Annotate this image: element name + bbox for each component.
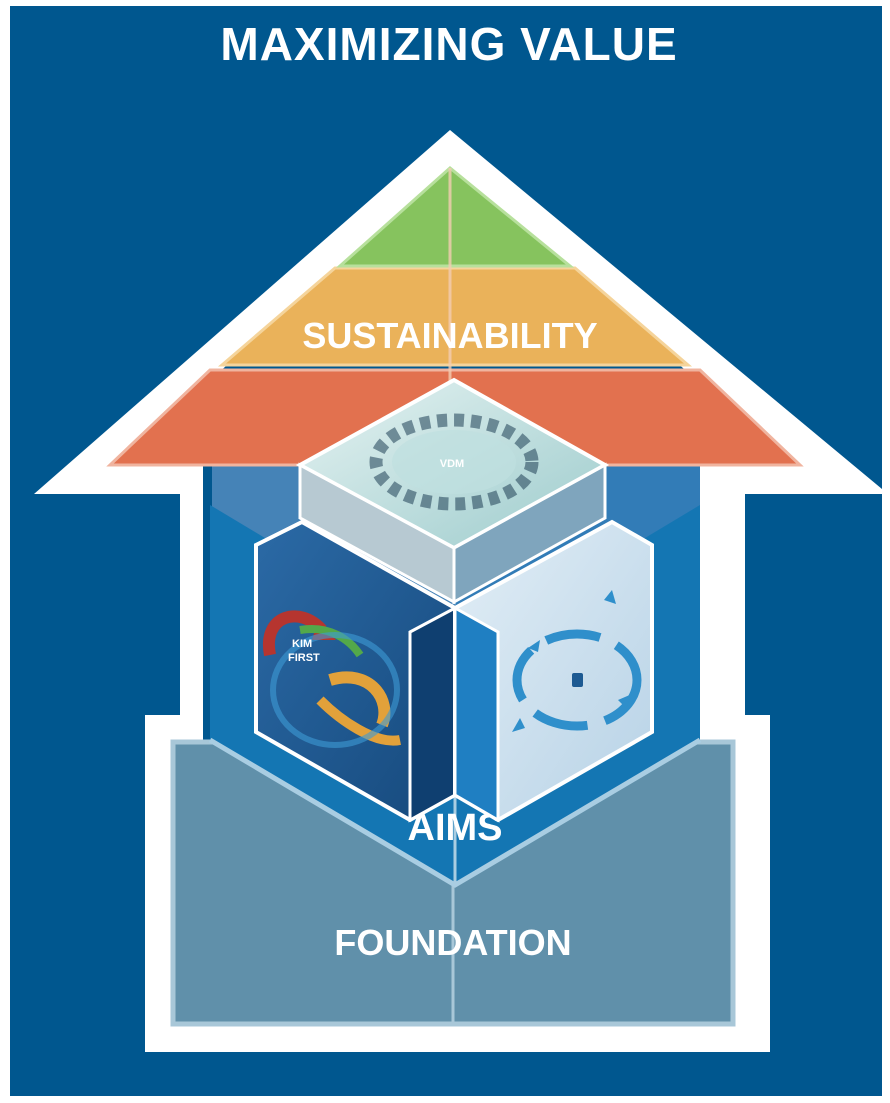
first-label: FIRST [288,652,320,664]
central-cube: VDM KIM FIRST [254,377,654,823]
sustainability-label: SUSTAINABILITY [302,315,597,356]
cube-top-right-side [452,462,607,605]
cycle-arrows-icon: KIM FIRST [262,610,401,748]
rotation-arrows-icon [512,590,642,732]
kim-label: KIM [292,638,312,650]
page-title: MAXIMIZING VALUE [220,18,677,70]
vdm-label: VDM [440,458,464,470]
cube-left-edge [408,605,457,823]
cube-right-edge [453,605,500,823]
foundation-label: FOUNDATION [334,922,571,963]
people-circle-icon: VDM [369,413,539,511]
